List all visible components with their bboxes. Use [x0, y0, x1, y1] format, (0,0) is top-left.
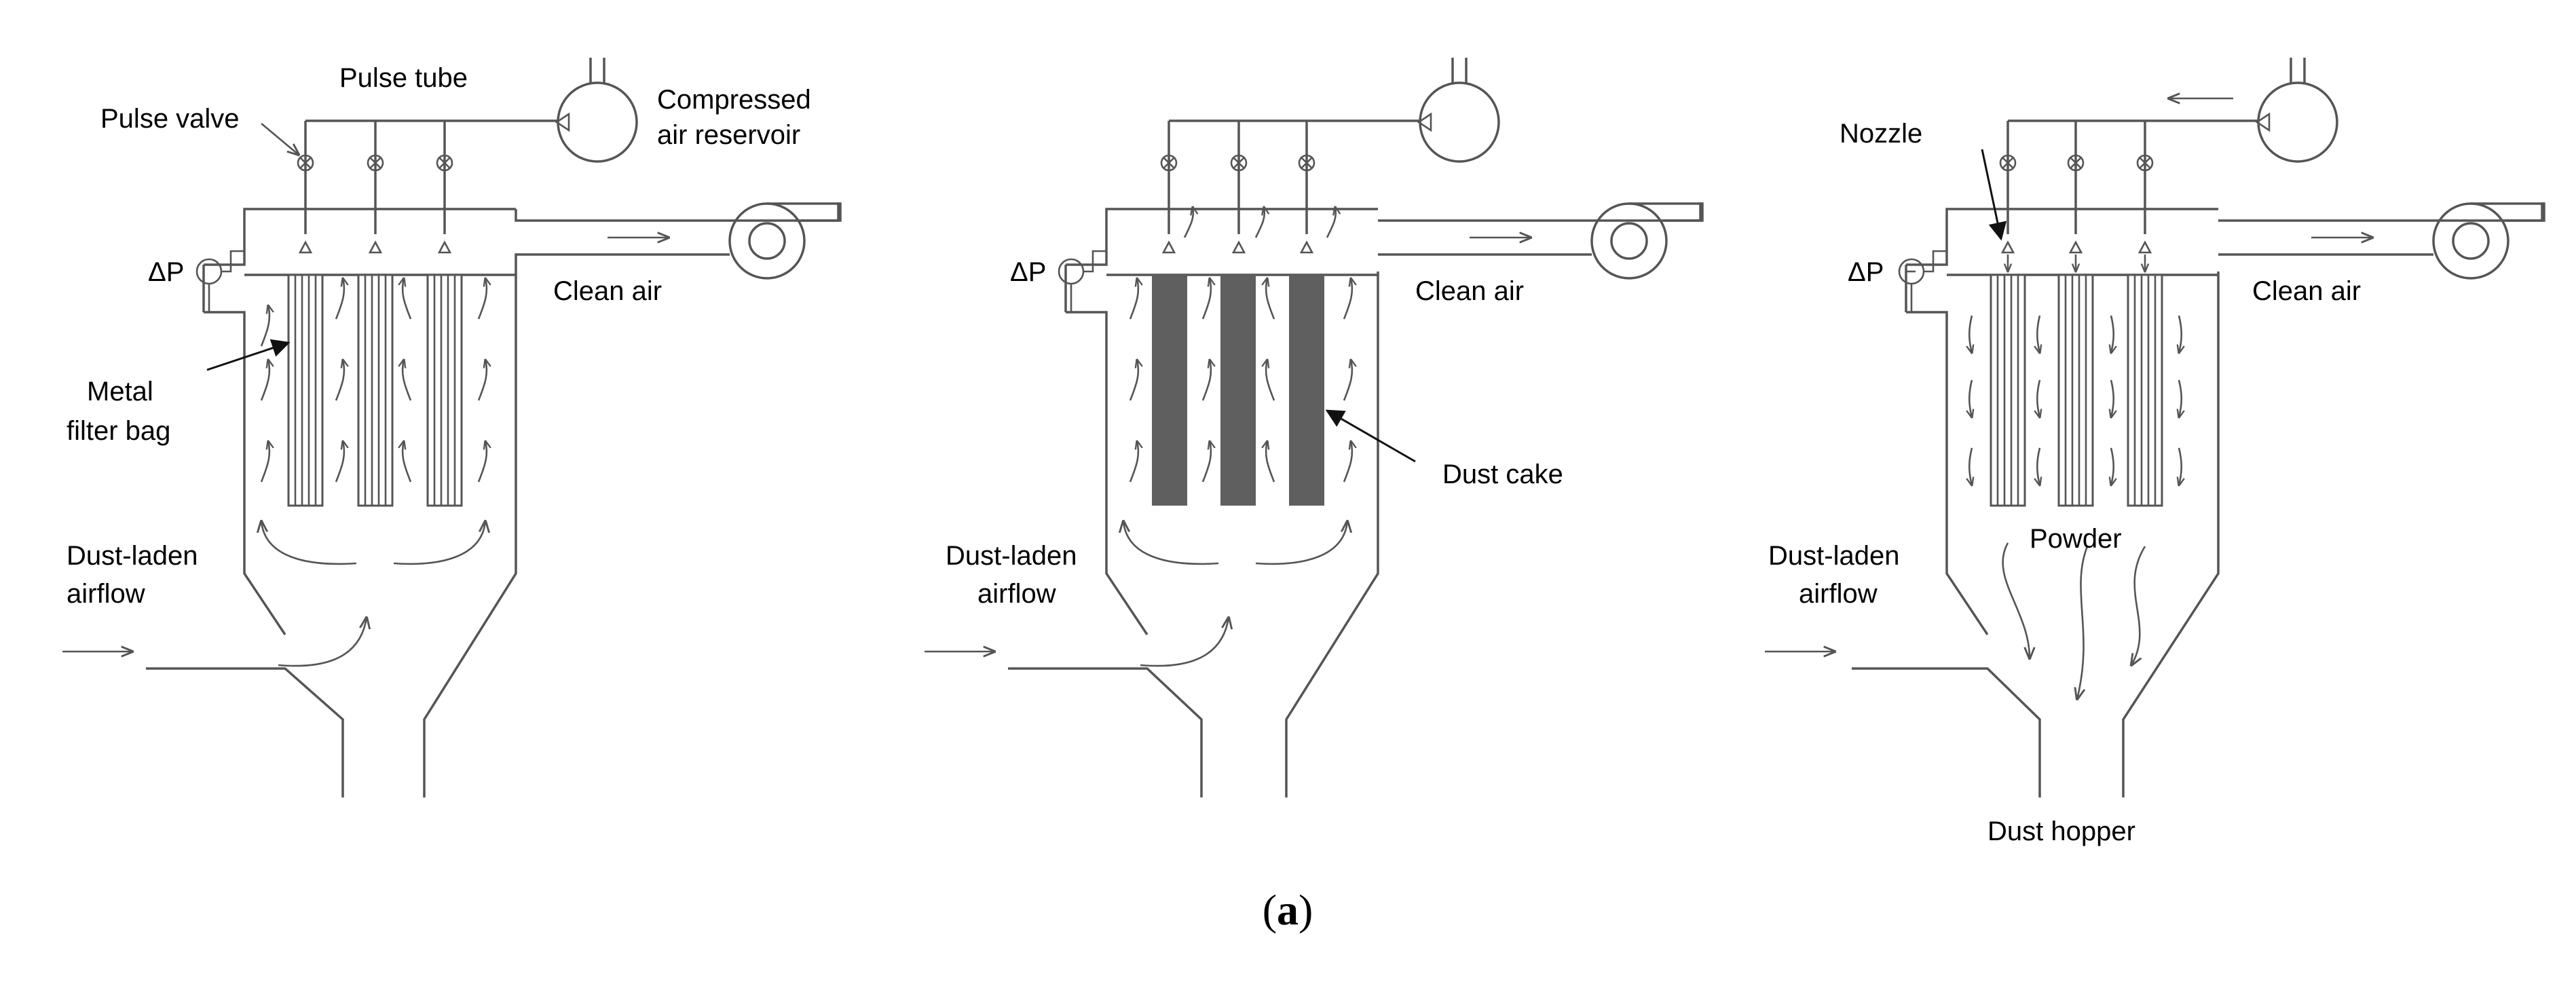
metal-filter-bags	[1990, 274, 2163, 507]
pulse-valves	[1160, 154, 1315, 172]
metal-filter-bags	[287, 274, 463, 507]
pulse-valve-icon	[1160, 154, 1178, 172]
pulse-valve-icon	[297, 154, 314, 172]
pulse-valve-icon	[2136, 154, 2154, 172]
delta-p-label: ΔP	[1848, 257, 1884, 287]
filter-bag-with-dust-cake	[1152, 275, 1187, 506]
panel-pulse-cleaning: Nozzle ΔP Clean air Powder Dust-laden ai…	[1765, 58, 2545, 846]
filter-bag-label-line2: filter bag	[67, 416, 170, 446]
pulse-valve-icon	[1298, 154, 1315, 172]
compressed-air-reservoir	[555, 58, 638, 163]
fan-icon	[728, 202, 842, 280]
pulse-valve-icon	[1999, 154, 2017, 172]
filter-bag	[2127, 274, 2163, 507]
filter-bag	[426, 274, 463, 507]
pulse-valve-icon	[2067, 154, 2085, 172]
filter-bag	[357, 274, 394, 507]
pulse-valves	[1999, 154, 2154, 172]
pulse-tube	[1168, 119, 1420, 234]
nozzles	[1161, 240, 1314, 254]
compressed-air-reservoir	[2169, 58, 2338, 163]
reservoir-label-line1: Compressed	[657, 85, 811, 115]
filter-bag	[1990, 274, 2026, 507]
nozzles	[2000, 240, 2152, 271]
housing	[1008, 208, 1379, 797]
pulse-valve-icon	[1230, 154, 1248, 172]
filter-bag-with-dust-cake	[1289, 275, 1324, 506]
pulse-valve-icon	[367, 154, 384, 172]
caption-open-paren: (	[1263, 886, 1277, 934]
delta-p-label: ΔP	[1010, 257, 1046, 287]
inlet-label-line1: Dust-laden	[1768, 541, 1899, 571]
outlet-duct	[1378, 202, 1702, 256]
delta-p-gauge	[1898, 250, 1947, 312]
powder-fall-arrows	[2002, 542, 2146, 699]
delta-p-gauge	[195, 250, 244, 312]
airflow-arrows	[1765, 315, 2182, 652]
powder-label: Powder	[2030, 524, 2122, 554]
fan-icon	[2432, 202, 2545, 280]
dust-cake-label: Dust cake	[1442, 459, 1563, 489]
pulse-valves	[297, 154, 453, 172]
clean-air-label: Clean air	[553, 276, 662, 306]
nozzle-label: Nozzle	[1840, 119, 1922, 149]
pulse-valve-label: Pulse valve	[100, 104, 240, 134]
pulse-tube	[304, 119, 558, 234]
airflow-arrows	[62, 278, 487, 667]
pulse-valve-icon	[436, 154, 453, 172]
delta-p-label: ΔP	[148, 257, 184, 287]
filter-bag	[2057, 274, 2094, 507]
dust-cake-filter-bags	[1152, 275, 1324, 506]
pulse-tube	[2006, 119, 2258, 234]
airflow-arrows	[925, 207, 1352, 667]
leader-lines	[206, 123, 299, 371]
panel-cake-formation: ΔP Clean air Dust cake Dust-laden airflo…	[925, 58, 1704, 797]
fan-icon	[1590, 202, 1704, 280]
compressed-air-reservoir	[1417, 58, 1500, 163]
filter-bag-label-line1: Metal	[87, 377, 153, 407]
dust-hopper-label: Dust hopper	[1987, 816, 2135, 846]
pulse-tube-label: Pulse tube	[339, 63, 468, 93]
reservoir-label-line2: air reservoir	[657, 120, 800, 150]
filter-bag-with-dust-cake	[1220, 275, 1256, 506]
figure-caption: (a)	[1263, 886, 1313, 934]
clean-air-label: Clean air	[2252, 276, 2361, 306]
caption-letter: a	[1277, 886, 1299, 934]
inlet-label-line2: airflow	[977, 579, 1056, 609]
nozzles	[298, 240, 452, 254]
inlet-label-line1: Dust-laden	[946, 541, 1077, 571]
inlet-label-line2: airflow	[67, 579, 145, 609]
filter-bag	[287, 274, 324, 507]
leader-lines	[1981, 149, 2007, 241]
panel-filtration: Pulse tube Pulse valve Compressed air re…	[62, 58, 842, 797]
delta-p-gauge	[1058, 250, 1106, 312]
inlet-label-line2: airflow	[1799, 579, 1878, 609]
caption-close-paren: )	[1299, 886, 1313, 934]
clean-air-label: Clean air	[1415, 276, 1524, 306]
housing	[1852, 208, 2220, 797]
inlet-label-line1: Dust-laden	[67, 541, 198, 571]
leader-lines	[1325, 409, 1416, 463]
